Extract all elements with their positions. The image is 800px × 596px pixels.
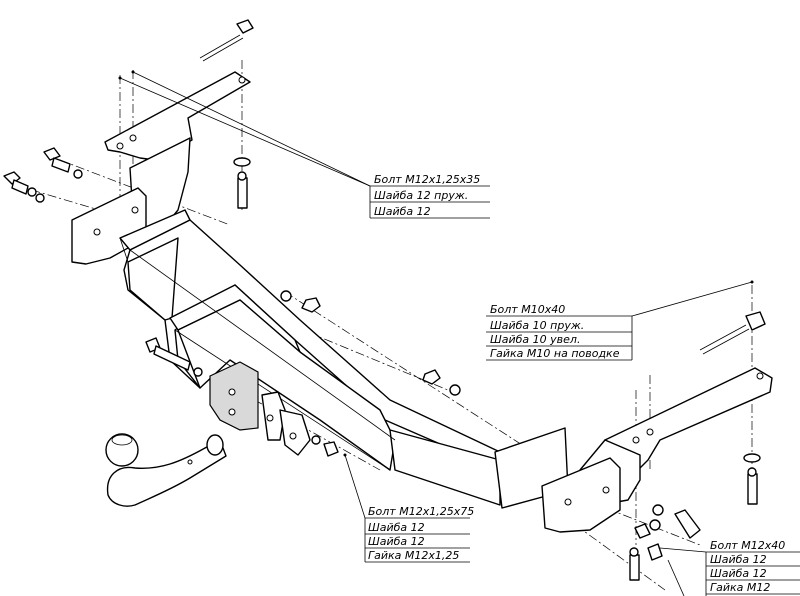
callout-lower-right-line-3: Шайба 12 (710, 567, 767, 580)
callout-middle-line-2: Шайба 10 пруж. (490, 319, 584, 332)
right-mounting-bracket (541, 367, 773, 533)
callout-lower-left-line-4: Гайка М12х1,25 (368, 549, 459, 562)
hitch-plate (209, 361, 311, 456)
fastener-lower-right (629, 504, 701, 581)
callout-lower-right-line-1: Болт М12х40 (710, 539, 785, 552)
callout-lower-right-bolt-group: Болт М12х40 Шайба 12 Шайба 12 Гайка М12 (659, 539, 800, 596)
fastener-left-bolts (3, 147, 83, 203)
main-cross-beam (119, 209, 569, 509)
callout-middle-bolt-group: Болт М10х40 Шайба 10 пруж. Шайба 10 увел… (486, 280, 754, 361)
callout-top-line-2: Шайба 12 пруж. (374, 189, 468, 202)
callout-middle-line-3: Шайба 10 увел. (490, 333, 580, 346)
tow-ball (105, 433, 227, 507)
callout-top-bolt-group: Болт М12х1,25х35 Шайба 12 пруж. Шайба 12 (118, 70, 490, 219)
fastener-top-bolt (199, 19, 254, 209)
fastener-right-top-bolt (699, 311, 766, 505)
callout-lower-left-line-3: Шайба 12 (368, 535, 425, 548)
callout-top-line-1: Болт М12х1,25х35 (374, 173, 480, 186)
callout-top-line-3: Шайба 12 (374, 205, 431, 218)
callout-middle-line-1: Болт М10х40 (490, 303, 565, 316)
fastener-long-bolt (145, 337, 203, 377)
callout-lower-right-line-2: Шайба 12 (710, 553, 767, 566)
callout-lower-left-line-1: Болт М12х1,25х75 (368, 505, 474, 518)
callout-middle-line-4: Гайка М10 на поводке (490, 347, 620, 360)
callout-lower-left-bolt-group: Болт М12х1,25х75 Шайба 12 Шайба 12 Гайка… (343, 453, 474, 563)
fastener-lower-left (311, 435, 339, 457)
callout-lower-right-line-4: Гайка М12 (710, 581, 770, 594)
fastener-middle-nuts (280, 290, 461, 396)
callout-lower-left-line-2: Шайба 12 (368, 521, 425, 534)
